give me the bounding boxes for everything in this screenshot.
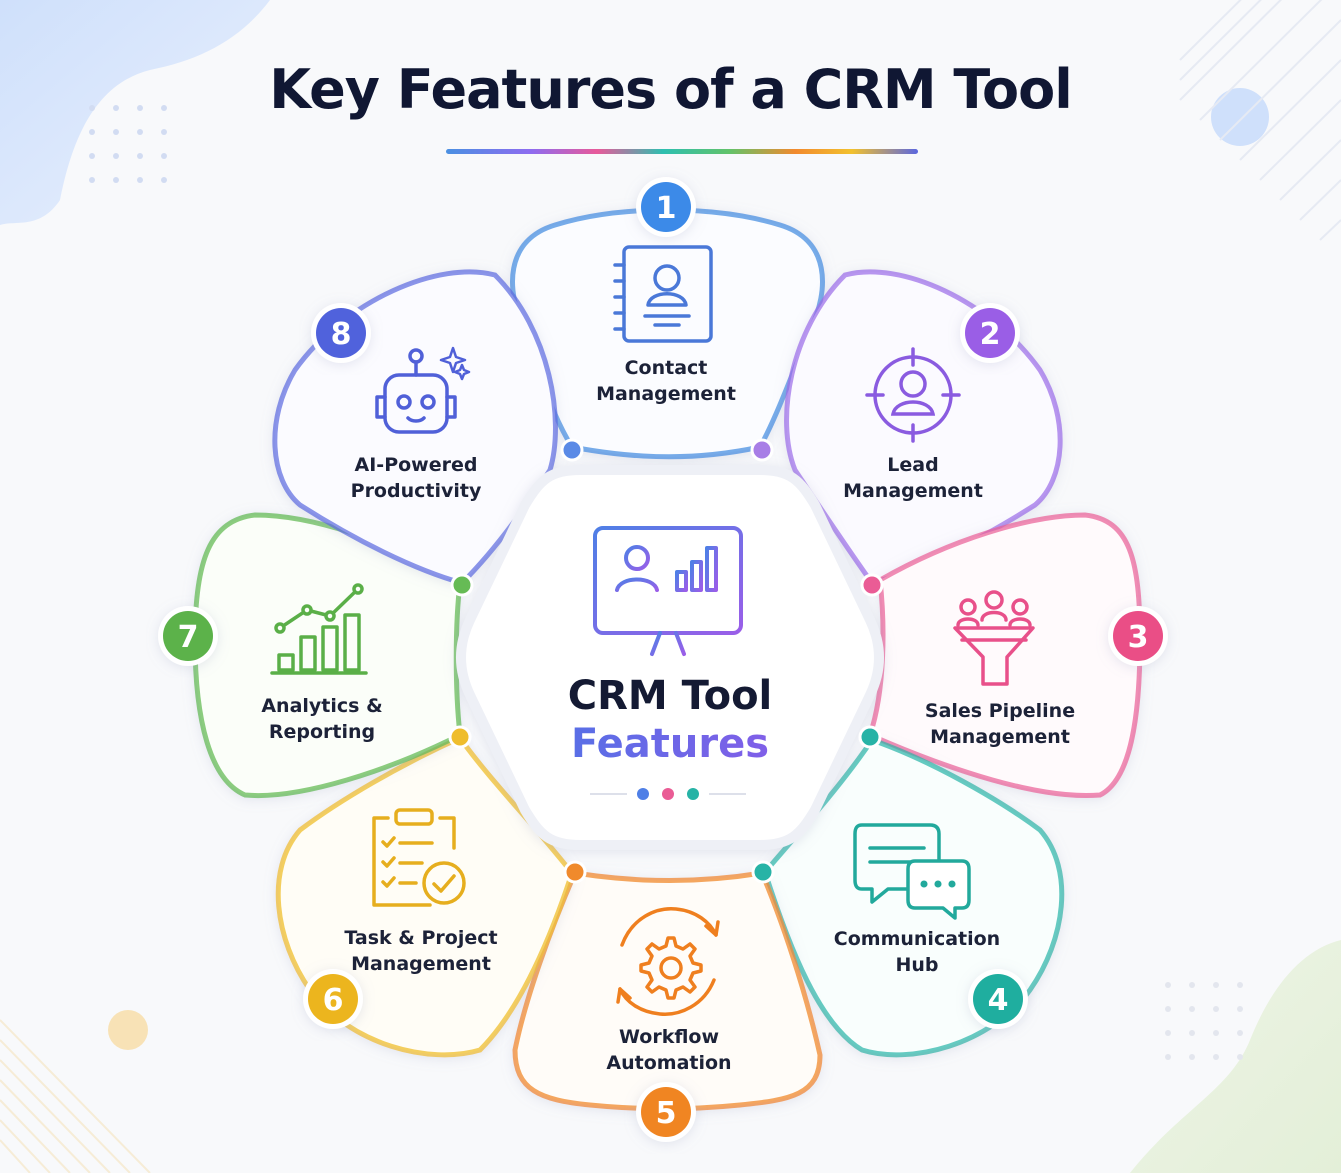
feature-8-line2: Productivity	[350, 480, 482, 502]
feature-7-line1: Analytics &	[261, 695, 383, 717]
badge-4: 4	[968, 969, 1028, 1029]
badge-1-number: 1	[656, 191, 677, 226]
badge-3-number: 3	[1128, 620, 1149, 655]
feature-label-analytics-reporting: Analytics & Reporting	[202, 693, 442, 745]
badge-6-number: 6	[323, 983, 344, 1018]
feature-1-line2: Management	[596, 383, 736, 405]
feature-6-line2: Management	[351, 953, 491, 975]
feature-label-task-project: Task & Project Management	[301, 925, 541, 977]
feature-7-line2: Reporting	[268, 721, 376, 743]
gear-cycle-icon	[616, 907, 720, 1016]
ai-robot-icon	[375, 346, 471, 434]
chat-bubbles-icon	[853, 823, 971, 920]
feature-4-line1: Communication	[833, 928, 1001, 950]
center-title: CRM Tool Features	[520, 672, 820, 768]
yellow-circle	[108, 1010, 148, 1050]
feature-label-sales-pipeline: Sales Pipeline Management	[880, 698, 1120, 750]
feature-5-line2: Automation	[606, 1052, 732, 1074]
checklist-icon	[372, 808, 466, 907]
feature-2-line2: Management	[843, 480, 983, 502]
feature-6-line1: Task & Project	[344, 927, 498, 949]
feature-label-lead-management: Lead Management	[793, 452, 1033, 504]
feature-3-line1: Sales Pipeline	[924, 700, 1076, 722]
contact-card-icon	[613, 245, 713, 343]
analytics-chart-icon	[270, 583, 368, 675]
feature-label-ai-productivity: AI-Powered Productivity	[296, 452, 536, 504]
feature-3-line2: Management	[930, 726, 1070, 748]
feature-label-contact-management: Contact Management	[546, 355, 786, 407]
badge-6: 6	[303, 969, 363, 1029]
top-left-blob	[0, 0, 270, 225]
badge-3: 3	[1108, 606, 1168, 666]
blue-circle	[1211, 88, 1269, 146]
center-dots	[590, 788, 746, 800]
page-title: Key Features of a CRM Tool	[269, 58, 1072, 121]
sales-funnel-icon	[953, 590, 1035, 686]
badges: 1 2 3 4 5 6 7	[158, 177, 1168, 1142]
feature-4-line2: Hub	[895, 954, 939, 976]
dot-grid-bottom-right	[1165, 982, 1243, 1060]
badge-5-number: 5	[656, 1096, 677, 1131]
badge-5: 5	[636, 1082, 696, 1142]
feature-5-line1: Workflow	[618, 1026, 720, 1048]
connector-dots	[448, 438, 884, 884]
feature-label-communication-hub: Communication Hub	[797, 926, 1037, 978]
badge-2: 2	[960, 303, 1020, 363]
center-title-line1: CRM Tool	[567, 673, 773, 719]
title-underline	[446, 149, 918, 154]
feature-label-workflow-automation: Workflow Automation	[549, 1024, 789, 1076]
diagonal-lines-bottom-left	[0, 1019, 151, 1173]
badge-7-number: 7	[178, 620, 199, 655]
badge-7: 7	[158, 606, 218, 666]
badge-1: 1	[636, 177, 696, 237]
center-hexagon	[456, 465, 884, 850]
badge-8: 8	[311, 303, 371, 363]
badge-2-number: 2	[980, 317, 1001, 352]
feature-2-line1: Lead	[887, 454, 939, 476]
center-title-line2: Features	[520, 720, 820, 768]
crm-monitor-icon	[593, 526, 743, 656]
dot-grid-top-left	[89, 105, 167, 183]
feature-8-line1: AI-Powered	[354, 454, 478, 476]
diagonal-lines-top-right	[1179, 0, 1341, 241]
bottom-right-blob	[1130, 940, 1341, 1173]
target-person-icon	[865, 347, 961, 443]
badge-8-number: 8	[331, 317, 352, 352]
badge-4-number: 4	[988, 983, 1009, 1018]
feature-1-line1: Contact	[624, 357, 708, 379]
